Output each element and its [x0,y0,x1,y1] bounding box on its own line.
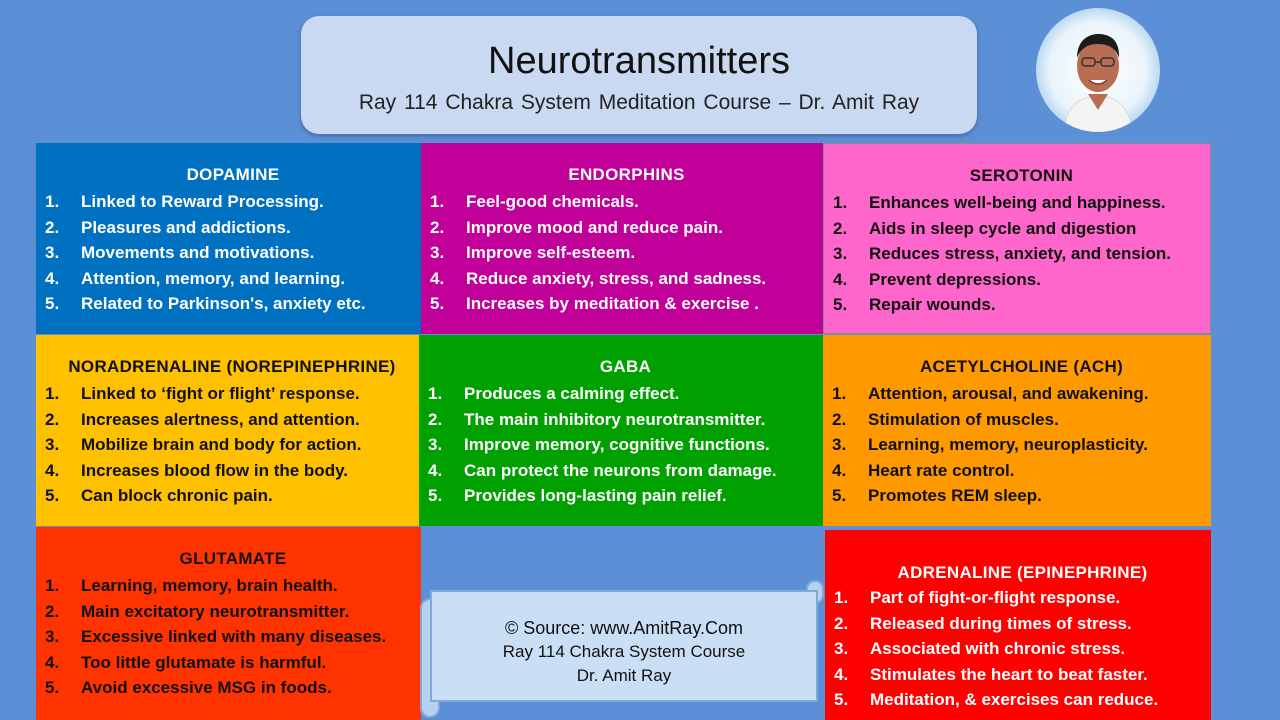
card-endorphins: ENDORPHINS 1.Feel-good chemicals. 2.Impr… [421,143,823,334]
source-author: Dr. Amit Ray [576,666,672,685]
list-item: 4.Reduce anxiety, stress, and sadness. [430,268,767,288]
list-item: 5.Promotes REM sleep. [832,486,1042,506]
source-line: © Source: www.AmitRay.Com [505,618,743,638]
list-item: 2.Aids in sleep cycle and digestion [833,218,1137,238]
card-dopamine: DOPAMINE 1.Linked to Reward Processing. … [36,143,421,334]
list-item: 5.Increases by meditation & exercise . [430,294,759,314]
source-course: Ray 114 Chakra System Course [502,642,746,661]
list-item: 4.Too little glutamate is harmful. [45,652,327,672]
card-title: ACETYLCHOLINE (ACH) [919,357,1124,376]
card-list: 1.Linked to Reward Processing. 2.Pleasur… [45,189,421,317]
page-subtitle: Ray 114 Chakra System Meditation Course … [358,91,920,114]
card-title: ADRENALINE (EPINEPHRINE) [897,563,1148,582]
list-item: 4.Prevent depressions. [833,269,1041,289]
card-list: 1.Attention, arousal, and awakening. 2.S… [832,381,1211,509]
list-item: 4.Heart rate control. [832,460,1015,480]
list-item: 3.Improve memory, cognitive functions. [428,435,770,455]
card-title: GLUTAMATE [179,549,287,568]
list-item: 4.Can protect the neurons from damage. [428,460,777,480]
card-list: 1.Feel-good chemicals. 2.Improve mood an… [430,189,823,317]
list-item: 2.Main excitatory neurotransmitter. [45,601,350,621]
list-item: 3.Improve self-esteem. [430,243,636,263]
card-list: 1.Part of fight-or-flight response. 2.Re… [834,585,1211,713]
card-title: NORADRENALINE (NOREPINEPHRINE) [68,357,396,376]
card-title: SEROTONIN [969,166,1074,185]
card-title: DOPAMINE [186,165,280,184]
list-item: 2.Increases alertness, and attention. [45,409,360,429]
list-item: 1.Learning, memory, brain health. [45,576,338,595]
list-item: 4.Stimulates the heart to beat faster. [834,664,1148,684]
list-item: 3.Reduces stress, anxiety, and tension. [833,244,1172,264]
list-item: 1.Linked to Reward Processing. [45,192,324,211]
card-noradrenaline: NORADRENALINE (NOREPINEPHRINE) 1.Linked … [36,335,419,526]
list-item: 2.Pleasures and addictions. [45,217,291,237]
card-title: GABA [599,357,652,376]
list-item: 1.Part of fight-or-flight response. [834,588,1121,607]
list-item: 4.Increases blood flow in the body. [45,460,348,480]
list-item: 3.Movements and motivations. [45,243,315,263]
list-item: 5.Meditation, & exercises can reduce. [834,690,1159,710]
list-item: 5.Provides long-lasting pain relief. [428,486,727,506]
card-title: ENDORPHINS [568,165,685,184]
card-list: 1.Enhances well-being and happiness. 2.A… [833,190,1210,318]
list-item: 2.Improve mood and reduce pain. [430,217,723,237]
list-item: 5.Can block chronic pain. [45,486,273,506]
list-item: 2.Released during times of stress. [834,613,1132,633]
list-item: 1.Enhances well-being and happiness. [833,193,1166,212]
list-item: 2.Stimulation of muscles. [832,409,1059,429]
card-list: 1.Linked to ‘fight or flight’ response. … [45,381,419,509]
card-serotonin: SEROTONIN 1.Enhances well-being and happ… [823,143,1211,334]
list-item: 3.Excessive linked with many diseases. [45,627,387,647]
card-list: 1.Produces a calming effect. 2.The main … [428,381,823,509]
list-item: 1.Feel-good chemicals. [430,192,639,211]
list-item: 5.Repair wounds. [833,295,996,315]
card-adrenaline: ADRENALINE (EPINEPHRINE) 1.Part of fight… [825,530,1211,720]
card-list: 1.Learning, memory, brain health. 2.Main… [45,573,421,701]
card-acetylcholine: ACETYLCHOLINE (ACH) 1.Attention, arousal… [823,335,1211,526]
list-item: 5.Related to Parkinson's, anxiety etc. [45,294,366,314]
source-scroll: © Source: www.AmitRay.Com Ray 114 Chakra… [430,590,818,702]
list-item: 1.Linked to ‘fight or flight’ response. [45,384,360,403]
list-item: 3.Associated with chronic stress. [834,639,1126,659]
card-gaba: GABA 1.Produces a calming effect. 2.The … [419,335,823,526]
page-title: Neurotransmitters [488,40,790,82]
list-item: 4.Attention, memory, and learning. [45,268,346,288]
list-item: 2.The main inhibitory neurotransmitter. [428,409,766,429]
list-item: 1.Produces a calming effect. [428,384,680,403]
list-item: 1.Attention, arousal, and awakening. [832,384,1149,403]
list-item: 3.Learning, memory, neuroplasticity. [832,435,1148,455]
card-glutamate: GLUTAMATE 1.Learning, memory, brain heal… [36,527,421,720]
avatar [1036,8,1160,132]
list-item: 3.Mobilize brain and body for action. [45,435,362,455]
title-banner: Neurotransmitters Ray 114 Chakra System … [301,16,977,134]
list-item: 5.Avoid excessive MSG in foods. [45,678,332,698]
